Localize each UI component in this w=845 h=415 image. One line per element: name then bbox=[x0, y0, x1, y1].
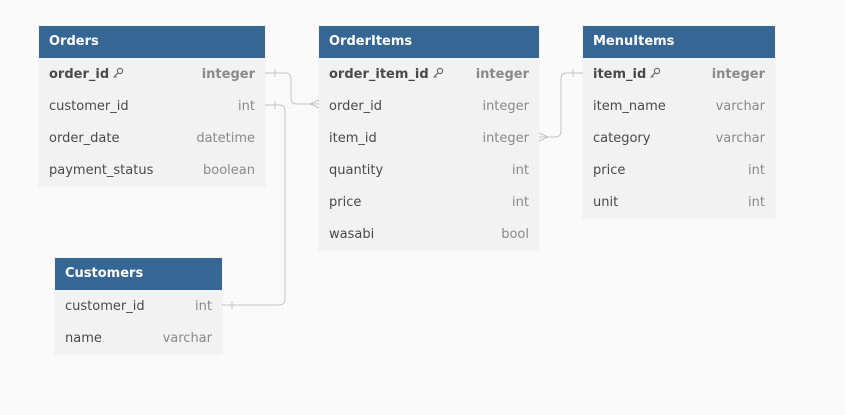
field-row[interactable]: item_id integer bbox=[583, 58, 775, 90]
field-name: payment_status bbox=[49, 162, 154, 178]
field-name-wrap: price bbox=[593, 163, 625, 178]
field-row[interactable]: order_id integer bbox=[319, 90, 539, 122]
field-name-wrap: quantity bbox=[329, 163, 383, 178]
table-header[interactable]: MenuItems bbox=[583, 26, 775, 58]
table-customers[interactable]: Customers customer_id int name varchar bbox=[55, 258, 222, 354]
field-type: integer bbox=[482, 98, 529, 114]
field-name: item_id bbox=[329, 130, 377, 146]
field-row[interactable]: quantity int bbox=[319, 154, 539, 186]
field-name-wrap: payment_status bbox=[49, 163, 153, 178]
field-name: item_id bbox=[593, 66, 647, 82]
field-type: varchar bbox=[715, 98, 765, 114]
field-type: int bbox=[748, 194, 765, 210]
field-name: item_name bbox=[593, 98, 666, 114]
field-name: customer_id bbox=[49, 98, 129, 114]
field-row[interactable]: item_name varchar bbox=[583, 90, 775, 122]
field-name-wrap: order_date bbox=[49, 131, 119, 146]
field-name: wasabi bbox=[329, 226, 375, 242]
field-row[interactable]: order_item_id integer bbox=[319, 58, 539, 90]
field-type: boolean bbox=[203, 162, 255, 178]
field-row[interactable]: customer_id int bbox=[39, 90, 265, 122]
field-row[interactable]: wasabi bool bbox=[319, 218, 539, 250]
field-name: order_id bbox=[49, 66, 110, 82]
table-header[interactable]: OrderItems bbox=[319, 26, 539, 58]
field-name-wrap: customer_id bbox=[65, 299, 145, 314]
field-row[interactable]: payment_status boolean bbox=[39, 154, 265, 186]
field-name-wrap: order_item_id bbox=[329, 67, 444, 82]
table-header[interactable]: Orders bbox=[39, 26, 265, 58]
field-type: int bbox=[238, 98, 255, 114]
field-row[interactable]: price int bbox=[583, 154, 775, 186]
field-type: int bbox=[748, 162, 765, 178]
field-row[interactable]: price int bbox=[319, 186, 539, 218]
field-name-wrap: item_name bbox=[593, 99, 666, 114]
relation-orderitems-menuitems bbox=[539, 72, 583, 138]
field-type: integer bbox=[201, 66, 255, 82]
field-row[interactable]: item_id integer bbox=[319, 122, 539, 154]
field-name-wrap: price bbox=[329, 195, 361, 210]
field-name-wrap: item_id bbox=[593, 67, 661, 82]
field-name: order_date bbox=[49, 130, 120, 146]
field-name: order_item_id bbox=[329, 66, 429, 82]
field-name: category bbox=[593, 130, 651, 146]
field-name-wrap: order_id bbox=[49, 67, 124, 82]
field-type: int bbox=[195, 298, 212, 314]
field-name: unit bbox=[593, 194, 619, 210]
field-row[interactable]: order_id integer bbox=[39, 58, 265, 90]
many-marker bbox=[308, 99, 320, 109]
field-type: int bbox=[512, 194, 529, 210]
field-name: customer_id bbox=[65, 298, 145, 314]
field-type: integer bbox=[475, 66, 529, 82]
field-type: varchar bbox=[162, 330, 212, 346]
field-type: integer bbox=[711, 66, 765, 82]
field-row[interactable]: order_date datetime bbox=[39, 122, 265, 154]
field-type: varchar bbox=[715, 130, 765, 146]
field-name: quantity bbox=[329, 162, 384, 178]
field-type: datetime bbox=[196, 130, 255, 146]
field-name: price bbox=[593, 162, 626, 178]
field-name: price bbox=[329, 194, 362, 210]
relation-orders-orderitems bbox=[265, 72, 319, 105]
field-name-wrap: name bbox=[65, 331, 102, 346]
field-row[interactable]: category varchar bbox=[583, 122, 775, 154]
field-name-wrap: category bbox=[593, 131, 650, 146]
primary-key-icon bbox=[112, 67, 124, 79]
field-name-wrap: wasabi bbox=[329, 227, 374, 242]
field-name-wrap: item_id bbox=[329, 131, 377, 146]
table-header[interactable]: Customers bbox=[55, 258, 222, 290]
field-name: name bbox=[65, 330, 102, 346]
table-orders[interactable]: Orders order_id integer customer_id int order… bbox=[39, 26, 265, 186]
field-type: bool bbox=[501, 226, 529, 242]
field-row[interactable]: unit int bbox=[583, 186, 775, 218]
field-name-wrap: customer_id bbox=[49, 99, 129, 114]
field-name-wrap: order_id bbox=[329, 99, 382, 114]
field-row[interactable]: name varchar bbox=[55, 322, 222, 354]
field-row[interactable]: customer_id int bbox=[55, 290, 222, 322]
primary-key-icon bbox=[649, 67, 661, 79]
field-type: int bbox=[512, 162, 529, 178]
primary-key-icon bbox=[432, 67, 444, 79]
many-marker bbox=[538, 132, 550, 142]
field-name-wrap: unit bbox=[593, 195, 618, 210]
field-name: order_id bbox=[329, 98, 383, 114]
field-type: integer bbox=[482, 130, 529, 146]
